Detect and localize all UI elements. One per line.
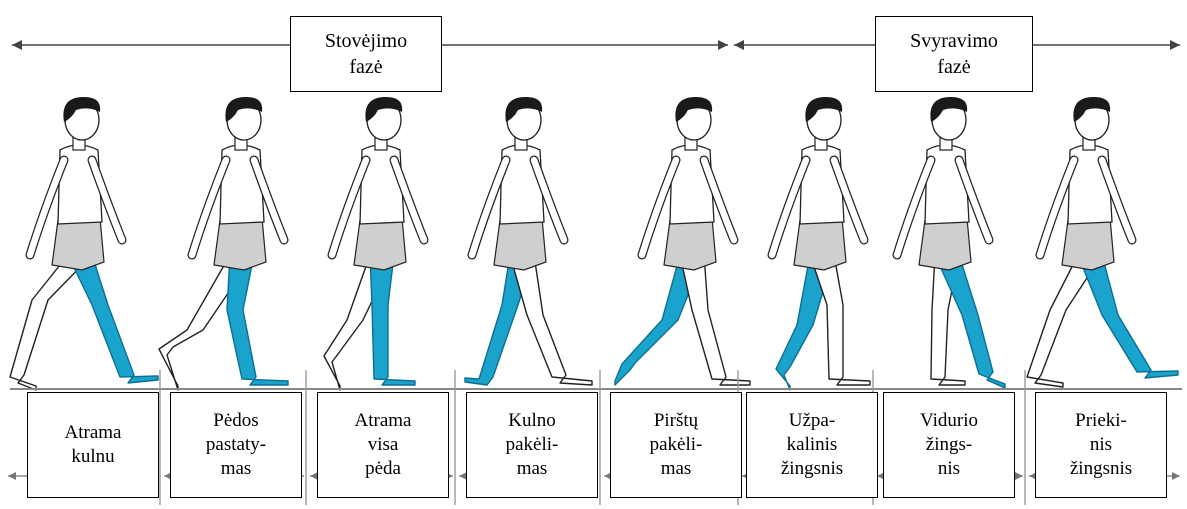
shorts [664,218,716,270]
walking-figure-1 [10,97,158,390]
swing-arrow-head-left [734,40,744,50]
walking-figure-7 [897,97,1005,388]
front-leg [370,255,415,385]
step-arrow-1-left-head [8,472,16,480]
step-3-line-2: visa [368,433,399,457]
step-7-line-1: Vidurio [920,409,978,433]
step-label-toe-off: Pirštų pakėli- mas [610,392,742,498]
step-5-line-1: Pirštų [654,409,698,433]
step-7-line-3: nis [938,457,960,481]
swing-phase-line-1: Svyravimo [910,28,998,54]
swing-arrow-head-right [1170,40,1180,50]
shorts [794,218,846,270]
step-5-line-3: mas [661,457,692,481]
step-arrow-8-right-head [1172,472,1180,480]
front-leg [510,255,592,385]
step-4-line-1: Kulno [508,409,556,433]
step-label-heel-strike: Atrama kulnu [27,392,159,498]
step-2-line-1: Pėdos [213,409,258,433]
swing-phase-label: Svyravimo fazė [875,16,1033,92]
step-label-initial-swing: Užpa- kalinis žingsnis [746,392,878,498]
step-2-line-3: mas [221,457,252,481]
step-1-line-1: Atrama [65,421,122,445]
swing-phase-line-2: fazė [937,54,970,80]
step-label-foot-flat: Pėdos pastaty- mas [170,392,302,498]
step-label-midstance: Atrama visa pėda [317,392,449,498]
step-6-line-3: žingsnis [781,457,843,481]
stance-phase-label: Stovėjimo fazė [290,16,442,92]
step-2-line-2: pastaty- [206,433,266,457]
step-label-heel-off: Kulno pakėli- mas [466,392,598,498]
step-1-line-2: kulnu [71,445,114,469]
shorts [494,218,546,270]
walking-figure-5 [615,97,750,385]
step-label-terminal-swing: Prieki- nis žingsnis [1035,392,1167,498]
front-leg [1078,255,1178,378]
step-6-line-2: kalinis [787,433,838,457]
step-6-line-1: Užpa- [789,409,835,433]
walking-figure-3 [324,97,424,390]
walking-figure-8 [1027,97,1178,387]
shorts [1062,218,1114,270]
step-8-line-2: nis [1090,433,1112,457]
step-4-line-2: pakėli- [506,433,559,457]
walking-figure-4 [465,97,592,385]
front-leg [810,255,870,385]
walking-figures [10,97,1178,390]
stance-phase-line-1: Stovėjimo [325,28,407,54]
stance-phase-line-2: fazė [349,54,382,80]
stance-arrow-head-left [12,40,22,50]
step-8-line-1: Prieki- [1075,409,1127,433]
step-4-line-3: mas [517,457,548,481]
step-3-line-1: Atrama [355,409,412,433]
step-arrow-7-right-head [1015,472,1023,480]
step-label-mid-swing: Vidurio žings- nis [883,392,1015,498]
shorts [919,218,971,270]
walking-figure-6 [772,97,870,390]
step-5-line-2: pakėli- [650,433,703,457]
shorts [52,218,104,270]
step-3-line-3: pėda [365,457,401,481]
shorts [214,218,266,270]
shorts [354,218,406,270]
walking-figure-2 [159,97,288,390]
stance-arrow-head-right [718,40,728,50]
front-leg [680,255,750,385]
step-7-line-2: žings- [926,433,972,457]
front-leg [227,255,288,385]
front-leg [68,255,158,383]
step-8-line-3: žingsnis [1070,457,1132,481]
